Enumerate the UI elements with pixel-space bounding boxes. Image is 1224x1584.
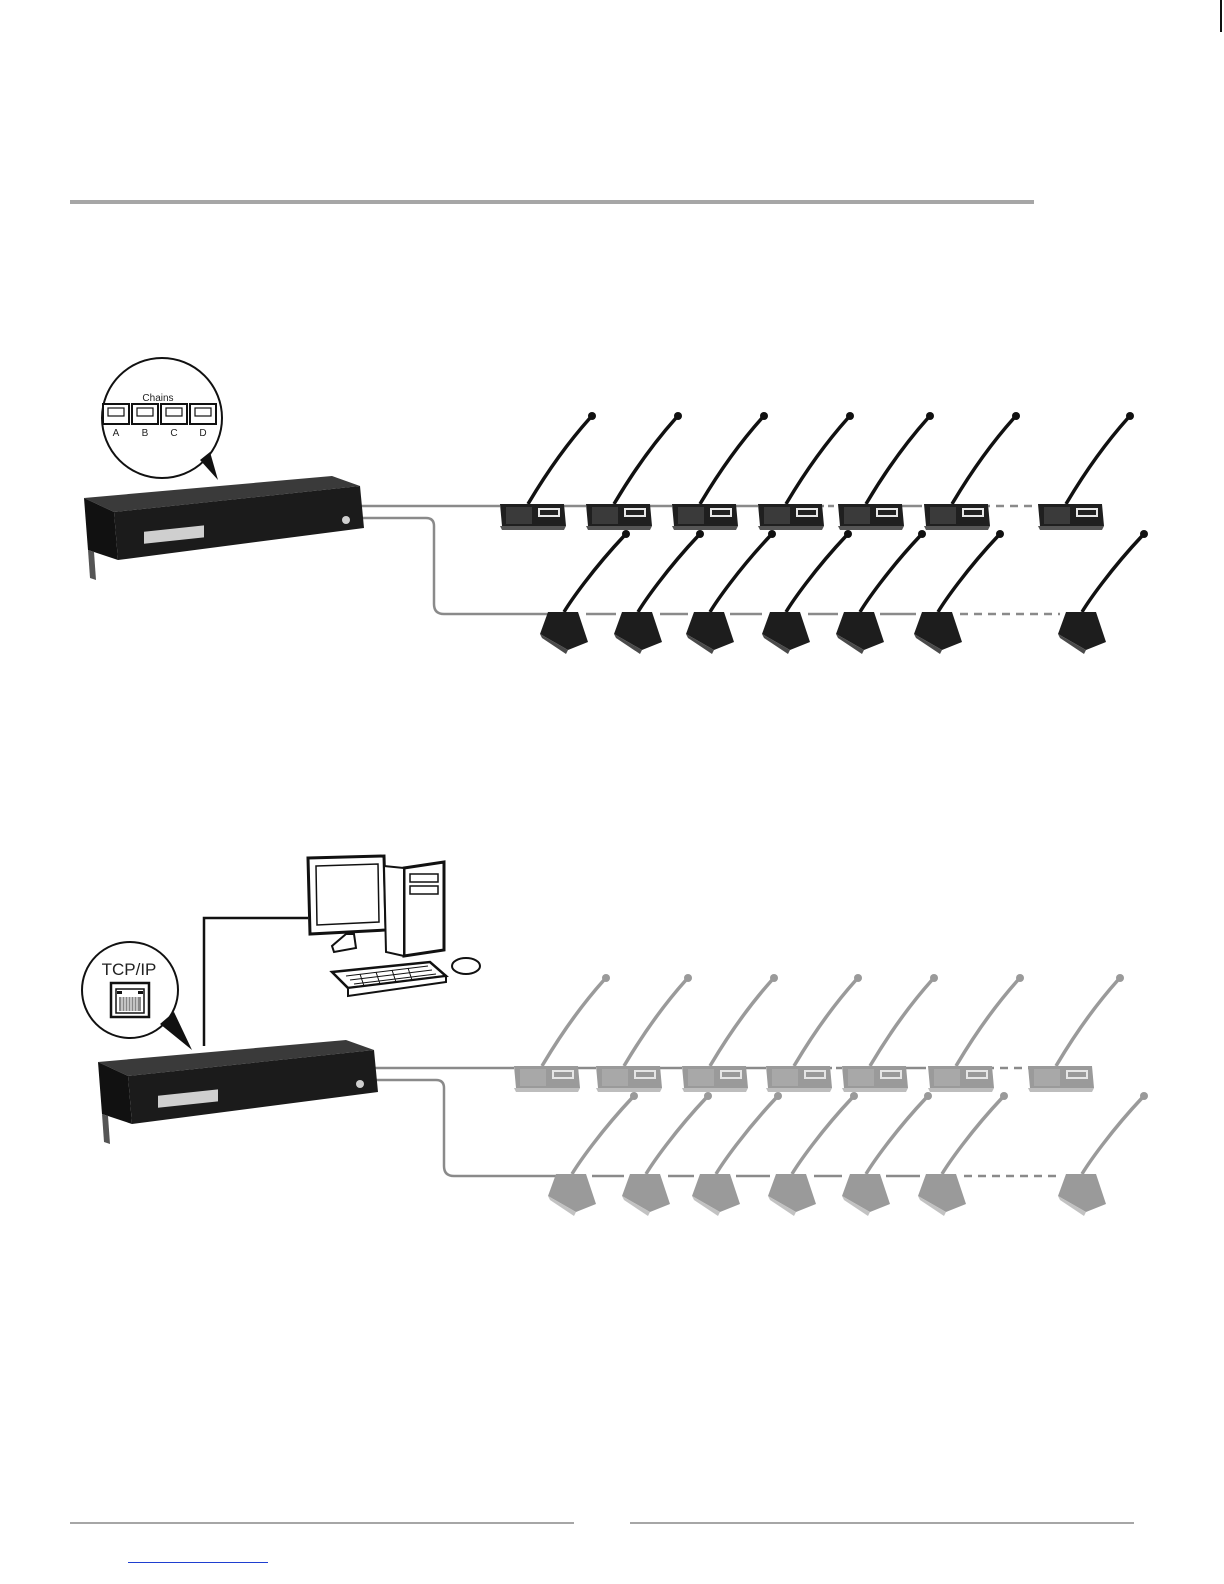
chairman-unit [672,412,768,530]
chairman-unit [1028,974,1124,1092]
central-unit [84,476,364,580]
diagram-chains: Chains A B C D [0,0,1224,700]
chairman-unit [682,974,778,1092]
central-unit [98,1040,378,1144]
rj45-port-c-icon [161,404,187,424]
delegate-unit [686,530,776,654]
delegate-unit [692,1092,782,1216]
port-label-c: C [170,428,177,439]
delegate-unit [836,530,926,654]
ports-callout: Chains A B C D [102,358,222,480]
computer [308,856,480,996]
chairman-unit [838,412,934,530]
port-label-d: D [199,428,206,439]
rj45-port-d-icon [190,404,216,424]
chairman-unit [1038,412,1134,530]
chairman-unit [586,412,682,530]
chairman-unit [842,974,938,1092]
chairman-unit [500,412,596,530]
keyboard-icon [332,962,446,996]
rj45-port-b-icon [132,404,158,424]
chains-title: Chains [142,393,173,404]
tcpip-callout: TCP/IP [82,942,192,1050]
tcpip-cable [204,918,308,1046]
ethernet-port-icon [111,983,149,1017]
delegate-unit [918,1092,1008,1216]
chairman-unit [596,974,692,1092]
monitor-icon [308,856,386,952]
delegate-unit [1058,530,1148,654]
rj45-port-a-icon [103,404,129,424]
delegate-unit [914,530,1004,654]
tower-icon [384,862,444,956]
chairman-unit [924,412,1020,530]
port-label-b: B [142,428,149,439]
footer-divider-right [630,1522,1134,1524]
delegate-unit [842,1092,932,1216]
mouse-icon [452,958,480,974]
tcpip-title: TCP/IP [102,960,157,979]
chairman-unit [514,974,610,1092]
chairman-unit [928,974,1024,1092]
footer-link-underline[interactable] [128,1562,268,1563]
port-label-a: A [113,428,120,439]
delegate-unit [1058,1092,1148,1216]
diagram-tcpip: TCP/IP [0,830,1224,1250]
footer-divider-left [70,1522,574,1524]
